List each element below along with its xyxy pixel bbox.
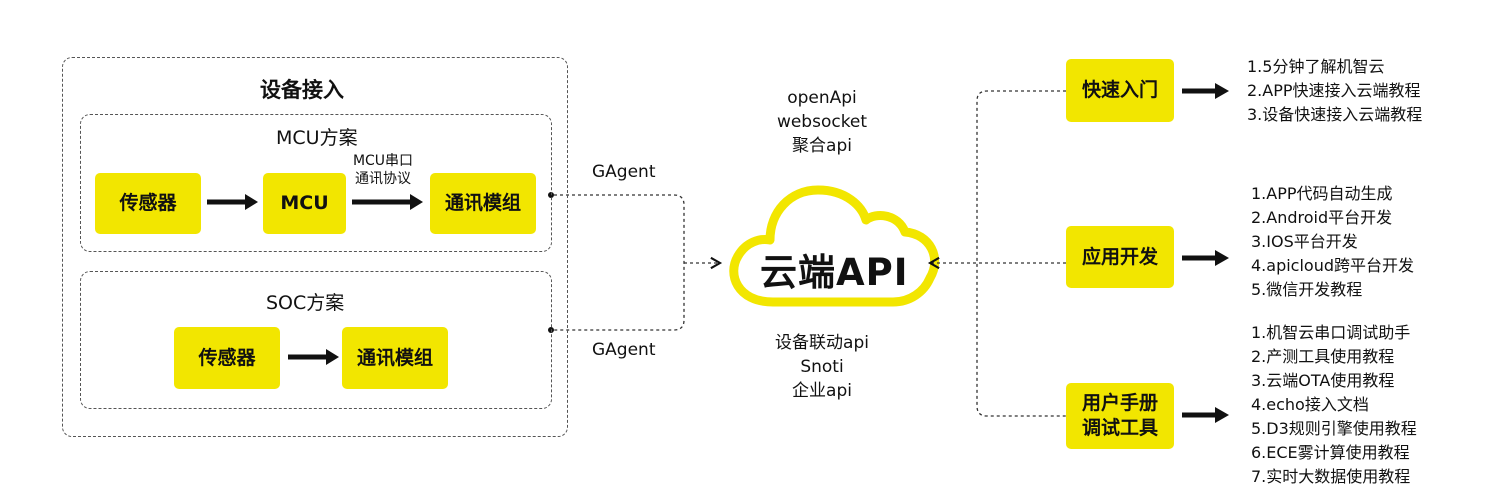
mcu-sensor-box: 传感器 — [95, 173, 201, 234]
api-item: 聚合api — [792, 136, 852, 156]
gagent-label-top: GAgent — [592, 162, 656, 182]
list-item: 2.APP快速接入云端教程 — [1247, 81, 1421, 100]
user-manual-line2: 调试工具 — [1081, 417, 1158, 439]
mcu-module-box: 通讯模组 — [430, 173, 536, 234]
list-item: 5.D3规则引擎使用教程 — [1251, 419, 1417, 438]
soc-module-box: 通讯模组 — [342, 327, 448, 389]
list-item: 1.5分钟了解机智云 — [1247, 57, 1385, 76]
api-item: 企业api — [792, 381, 852, 401]
arrow-user-manual — [1182, 407, 1229, 423]
arrow-soc-sensor-to-module — [288, 349, 339, 365]
mcu-protocol-label: MCU串口 通讯协议 — [348, 152, 418, 188]
api-item: websocket — [776, 112, 868, 132]
mcu-protocol-line2: 通讯协议 — [355, 171, 411, 187]
cloud-label: 云端API — [760, 251, 909, 294]
list-item: 6.ECE雾计算使用教程 — [1251, 443, 1410, 462]
list-item: 3.云端OTA使用教程 — [1251, 371, 1395, 390]
list-item: 5.微信开发教程 — [1251, 280, 1363, 299]
list-item: 1.机智云串口调试助手 — [1251, 323, 1411, 342]
arrow-app-dev — [1182, 250, 1229, 266]
list-item: 4.echo接入文档 — [1251, 395, 1369, 414]
mcu-scheme-panel — [80, 114, 552, 252]
user-manual-list: 1.机智云串口调试助手 2.产测工具使用教程 3.云端OTA使用教程 4.ech… — [1251, 321, 1417, 489]
soc-sensor-box: 传感器 — [174, 327, 280, 389]
mcu-box: MCU — [263, 173, 346, 234]
app-dev-box: 应用开发 — [1066, 226, 1174, 288]
list-item: 4.apicloud跨平台开发 — [1251, 256, 1415, 275]
api-item: openApi — [787, 88, 857, 108]
device-access-panel — [62, 57, 568, 437]
soc-scheme-panel — [80, 271, 552, 409]
quick-start-box: 快速入门 — [1066, 59, 1174, 122]
arrow-mcu-to-module — [352, 194, 423, 210]
list-item: 2.产测工具使用教程 — [1251, 347, 1395, 366]
arrow-quick-start — [1182, 83, 1229, 99]
cloud-icon — [729, 185, 940, 307]
list-item: 7.实时大数据使用教程 — [1251, 467, 1411, 486]
mcu-protocol-line1: MCU串口 — [352, 153, 414, 169]
user-manual-box: 用户手册 调试工具 — [1066, 383, 1174, 449]
cloud-api-list-bottom: 设备联动api Snoti 企业api — [742, 331, 902, 403]
user-manual-line1: 用户手册 — [1081, 392, 1158, 414]
list-item: 3.设备快速接入云端教程 — [1247, 105, 1423, 124]
list-item: 3.IOS平台开发 — [1251, 232, 1358, 251]
mcu-scheme-title: MCU方案 — [276, 127, 358, 149]
gagent-label-bottom: GAgent — [592, 340, 656, 360]
arrow-sensor-to-mcu — [207, 194, 258, 210]
right-connector — [927, 90, 1066, 417]
gagent-connector — [548, 192, 723, 333]
list-item: 2.Android平台开发 — [1251, 208, 1393, 227]
device-access-title: 设备接入 — [260, 78, 344, 102]
quick-start-list: 1.5分钟了解机智云 2.APP快速接入云端教程 3.设备快速接入云端教程 — [1247, 55, 1422, 127]
api-item: 设备联动api — [775, 333, 869, 353]
cloud-api-list-top: openApi websocket 聚合api — [742, 86, 902, 158]
soc-scheme-title: SOC方案 — [266, 292, 345, 314]
list-item: 1.APP代码自动生成 — [1251, 184, 1393, 203]
app-dev-list: 1.APP代码自动生成 2.Android平台开发 3.IOS平台开发 4.ap… — [1251, 182, 1414, 302]
api-item: Snoti — [800, 357, 844, 377]
